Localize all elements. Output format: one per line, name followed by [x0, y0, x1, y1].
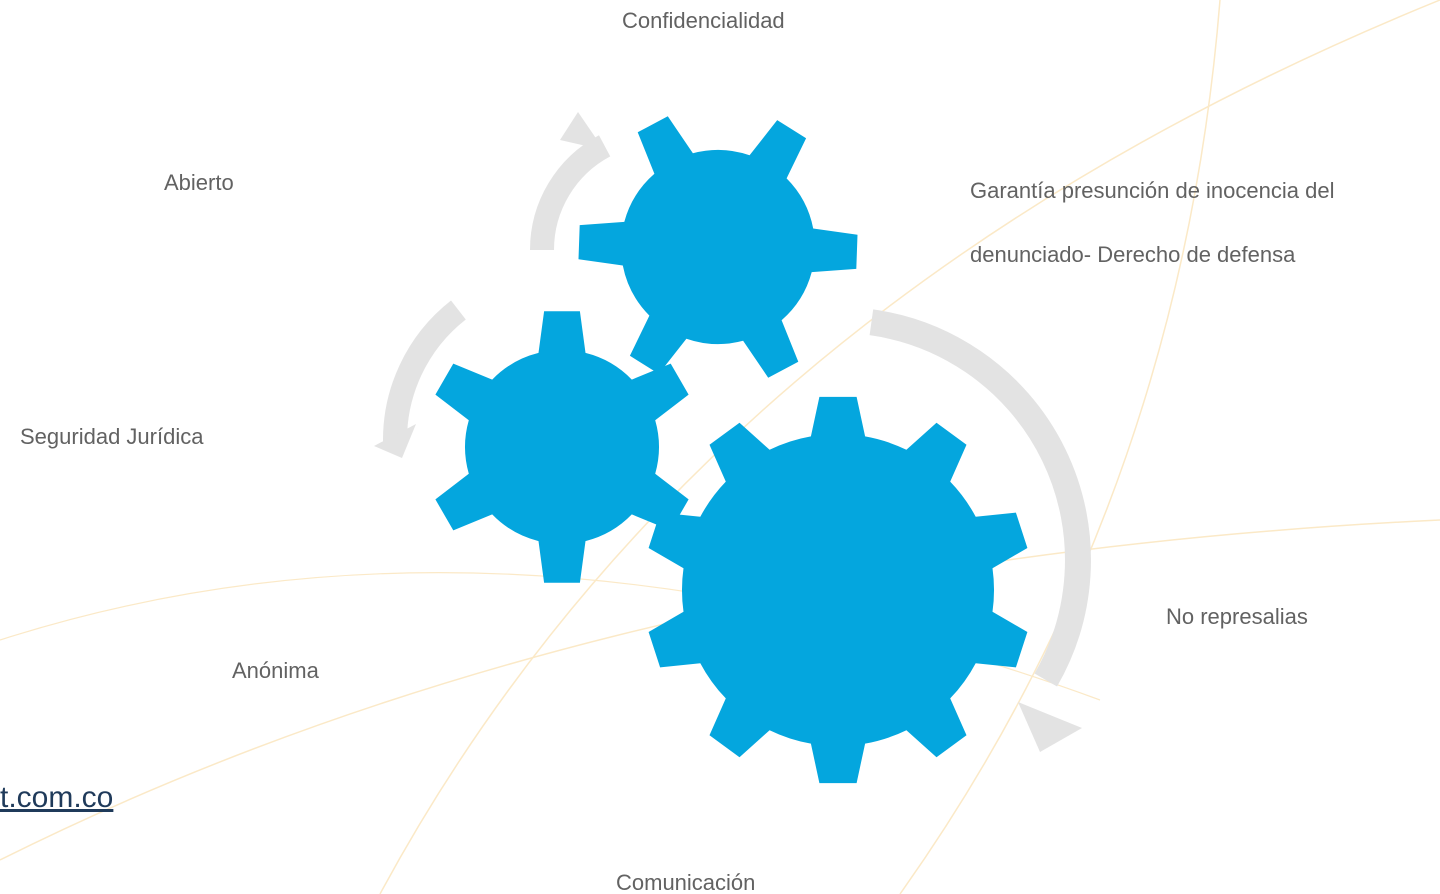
label-comunicacion: Comunicación [616, 870, 756, 894]
website-link[interactable]: t.com.co [0, 781, 114, 814]
label-abierto: Abierto [164, 170, 234, 195]
curved-arrow-top-icon [530, 112, 611, 251]
label-garantia-line1: Garantía presunción de inocencia del [970, 178, 1335, 203]
label-seguridad-juridica: Seguridad Jurídica [20, 424, 204, 449]
curved-arrow-left-icon [374, 300, 466, 458]
background-curve [899, 0, 1221, 894]
arrow-head [560, 112, 604, 150]
arrow-arc [530, 135, 611, 251]
label-confidencialidad: Confidencialidad [622, 8, 785, 33]
arrow-arc [869, 309, 1091, 687]
background-curve [379, 0, 1440, 894]
arrow-head [1018, 702, 1082, 752]
gear-big-icon [648, 396, 1028, 784]
gear-left-icon [435, 311, 689, 583]
curved-arrow-right-icon [869, 309, 1091, 752]
label-no-represalias: No represalias [1166, 604, 1308, 629]
arrow-arc [383, 300, 466, 447]
label-anonima: Anónima [232, 658, 319, 683]
arrow-head [374, 424, 416, 458]
background-curve [0, 519, 1440, 861]
label-garantia-line2: denunciado- Derecho de defensa [970, 242, 1296, 267]
gear-top-icon [578, 116, 858, 378]
